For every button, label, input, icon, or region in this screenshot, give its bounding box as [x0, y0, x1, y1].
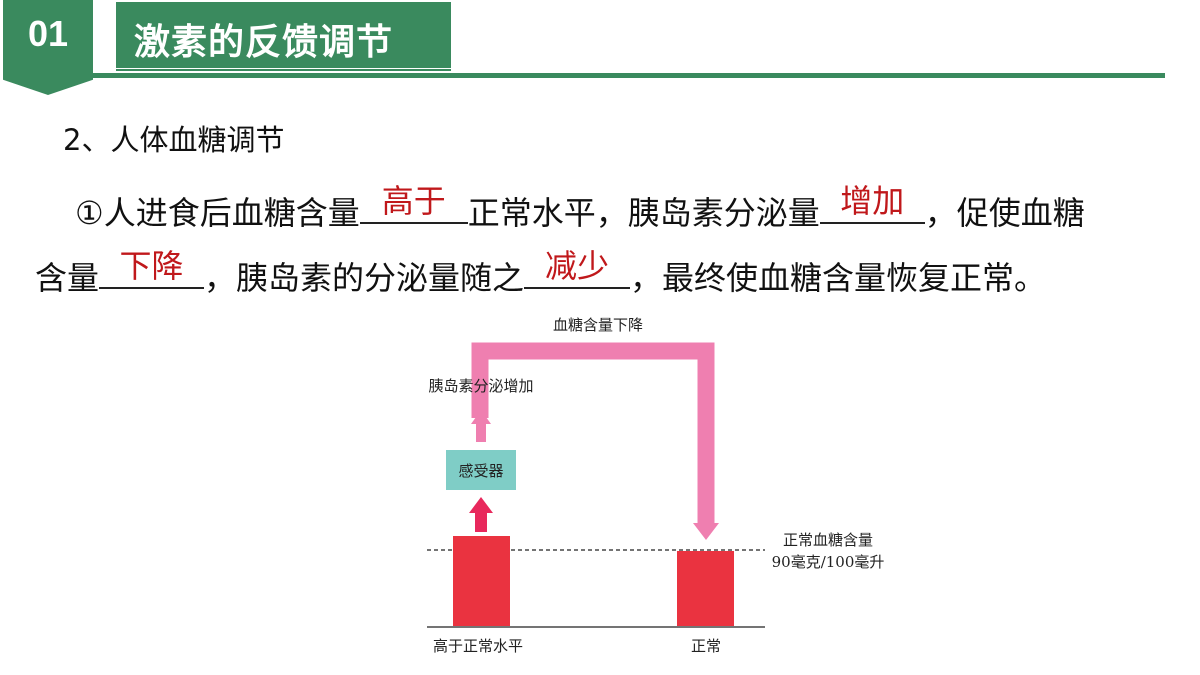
- bar-high-label: 高于正常水平: [433, 637, 523, 655]
- paragraph-line-2: 含量下降 ，胰岛素的分泌量随之减少 ，最终使血糖含量恢复正常。: [35, 247, 1047, 299]
- blank-3: 下降: [99, 247, 205, 289]
- arrow-up-upper: [471, 410, 491, 442]
- blank-1-answer: 高于: [381, 182, 446, 220]
- feedback-arrow-path: [471, 342, 715, 525]
- blank-2: 增加: [819, 182, 925, 224]
- line2-prefix: 含量: [35, 259, 100, 297]
- normal-level-label: 正常血糖含量: [783, 531, 873, 549]
- blank-4: 减少: [524, 247, 631, 289]
- arrow-up-lower: [469, 497, 493, 532]
- feedback-arrow-head: [693, 523, 719, 540]
- header-divider: [93, 73, 1165, 78]
- bar-high: [453, 536, 510, 626]
- title-underline: [116, 69, 451, 71]
- secretion-label: 胰岛素分泌增加: [428, 377, 533, 395]
- section-number-tab: 01: [3, 0, 93, 95]
- blank-3-answer: 下降: [119, 247, 184, 285]
- paragraph-line-1: ①人进食后血糖含量高于正常水平，胰岛素分泌量增加 ，促使血糖: [75, 182, 1085, 234]
- title-box: 激素的反馈调节: [116, 2, 451, 68]
- line1-prefix: ①人进食后血糖含量: [75, 194, 360, 232]
- receptor-label: 感受器: [458, 462, 503, 480]
- subtitle: 2、人体血糖调节: [63, 123, 285, 157]
- blank-1: 高于: [359, 182, 468, 224]
- blank-2-answer: 增加: [840, 182, 905, 220]
- normal-level-value: 90毫克/100毫升: [772, 553, 885, 571]
- section-number: 01: [27, 13, 69, 54]
- line2-mid: ，胰岛素的分泌量随之: [204, 259, 525, 297]
- top-label: 血糖含量下降: [553, 316, 643, 334]
- line2-suffix: ，最终使血糖含量恢复正常。: [630, 259, 1047, 297]
- line1-mid: 正常水平，胰岛素分泌量: [467, 194, 820, 232]
- line1-suffix: ，促使血糖: [924, 194, 1085, 232]
- bar-normal: [677, 551, 734, 626]
- blank-4-answer: 减少: [545, 247, 610, 285]
- receptor-box: [446, 450, 516, 490]
- page-title: 激素的反馈调节: [134, 22, 394, 63]
- bar-normal-label: 正常: [691, 637, 721, 655]
